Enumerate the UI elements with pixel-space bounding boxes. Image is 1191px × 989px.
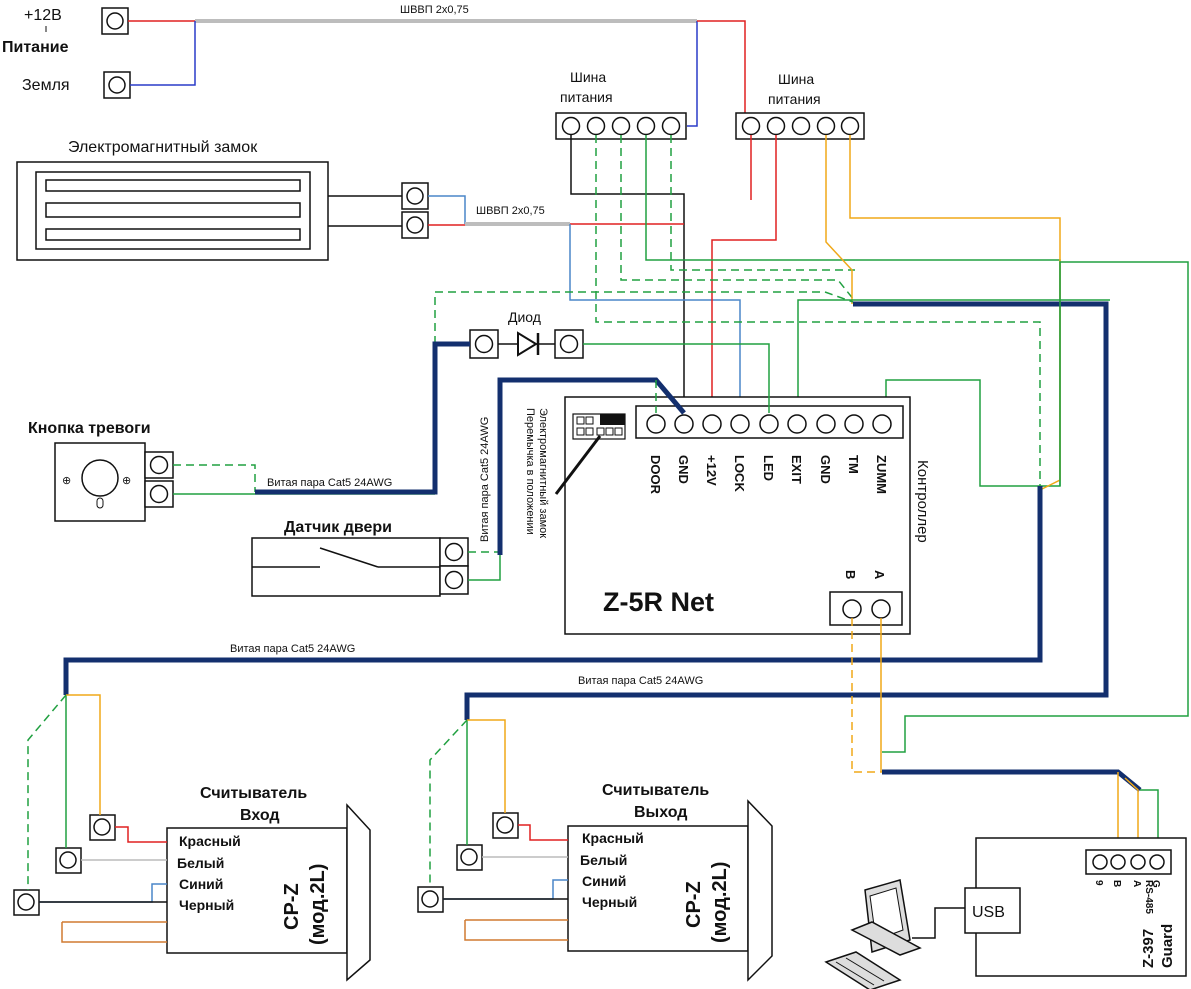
svg-text:(мод.2L): (мод.2L) (709, 862, 731, 943)
svg-text:Шина: Шина (778, 71, 814, 87)
term-exit: EXIT (789, 455, 804, 484)
svg-text:Синий: Синий (179, 876, 223, 892)
computer-icon (824, 879, 922, 989)
converter-z397: 9 B A G RS-485 Z-397 Guard USB (964, 837, 1187, 977)
svg-text:Выход: Выход (634, 804, 687, 821)
term-gnd2: GND (818, 455, 833, 484)
svg-text:Guard: Guard (1159, 924, 1176, 968)
svg-text:Z-397: Z-397 (1140, 929, 1157, 968)
svg-text:Считыватель: Считыватель (200, 785, 307, 802)
term-led: LED (761, 455, 776, 481)
svg-text:Шина: Шина (570, 69, 606, 85)
svg-text:питания: питания (768, 91, 821, 107)
door-cable-label: Витая пара Cat5 24AWG (479, 417, 491, 542)
svg-text:B: B (843, 570, 858, 579)
svg-text:Считыватель: Считыватель (602, 782, 709, 799)
shvvp-lock-label: ШВВП 2х0,75 (476, 205, 545, 217)
svg-text:A: A (1131, 880, 1142, 887)
reader-in-cable-label: Витая пара Cat5 24AWG (230, 643, 355, 655)
diode: Диод (469, 309, 584, 359)
term-gnd1: GND (676, 455, 691, 484)
jumper-label-2: Электромагнитный замок (537, 408, 549, 538)
electromagnetic-lock: Электромагнитный замок (16, 139, 329, 261)
svg-text:Электромагнитный замок: Электромагнитный замок (68, 139, 258, 156)
svg-text:Красный: Красный (179, 833, 241, 849)
door-twisted-pair (497, 377, 686, 555)
svg-text:9: 9 (1093, 880, 1104, 886)
plus12v-to-bus-wire (697, 20, 746, 126)
power-bus-right: Шина питания (735, 71, 865, 140)
svg-text:⊕: ⊕ (122, 475, 131, 487)
svg-text:B: B (1111, 880, 1122, 887)
svg-text:Вход: Вход (240, 807, 280, 824)
power-label: Питание (2, 39, 69, 56)
svg-text:Датчик двери: Датчик двери (284, 519, 392, 536)
svg-text:G: G (1150, 880, 1161, 888)
svg-text:питания: питания (560, 89, 613, 105)
power-supply: +12В Питание Земля (2, 7, 131, 99)
controller-z5r-net: DOOR GND +12V LOCK LED EXIT GND TM ZUMM … (554, 396, 931, 635)
term-tm: TM (846, 455, 861, 474)
alarm-cable-label: Витая пара Cat5 24AWG (267, 477, 392, 489)
ground-label: Земля (22, 77, 70, 94)
plus12v-label: +12В (24, 7, 62, 24)
door-sensor: Датчик двери (251, 519, 469, 597)
ground-to-bus-wire (687, 21, 698, 127)
alarm-twisted-pair (255, 341, 470, 495)
reader-out-cable-label: Витая пара Cat5 24AWG (578, 675, 703, 687)
shvvp-top-label: ШВВП 2х0,75 (400, 4, 469, 16)
svg-text:RS-485: RS-485 (1143, 880, 1154, 914)
svg-text:Красный: Красный (582, 830, 644, 846)
ground-wire (130, 21, 196, 86)
reader-out-cable (464, 301, 1109, 720)
reader-out: Считыватель Выход Красный Белый Синий Че… (417, 782, 773, 982)
reader-in-cable (63, 486, 1043, 695)
svg-text:Белый: Белый (177, 855, 224, 871)
svg-text:Диод: Диод (508, 309, 541, 325)
power-bus-left: Шина питания (555, 69, 687, 140)
svg-text:CP-Z: CP-Z (281, 883, 303, 930)
svg-text:(мод.2L): (мод.2L) (307, 864, 329, 945)
term-zumm: ZUMM (874, 455, 889, 494)
term-lock: LOCK (732, 455, 747, 492)
svg-text:Кнопка тревоги: Кнопка тревоги (28, 420, 151, 437)
svg-text:Синий: Синий (582, 873, 626, 889)
svg-text:A: A (872, 570, 887, 580)
term-door: DOOR (648, 455, 663, 495)
svg-text:Черный: Черный (179, 897, 234, 913)
term-12v: +12V (704, 455, 719, 486)
alarm-button: Кнопка тревоги ⊕ ⊕ (28, 420, 174, 522)
svg-text:USB: USB (972, 904, 1005, 921)
reader-in: Считыватель Вход Красный Белый Синий Чер… (13, 785, 371, 982)
svg-text:Белый: Белый (580, 852, 627, 868)
jumper-label-1: Перемычка в положении (524, 408, 536, 535)
svg-text:Черный: Черный (582, 894, 637, 910)
controller-side-label: Контроллер (914, 460, 931, 543)
rs485-cable (882, 769, 1142, 792)
svg-text:CP-Z: CP-Z (683, 881, 705, 928)
svg-text:⊕: ⊕ (62, 475, 71, 487)
controller-model: Z-5R Net (603, 587, 714, 617)
